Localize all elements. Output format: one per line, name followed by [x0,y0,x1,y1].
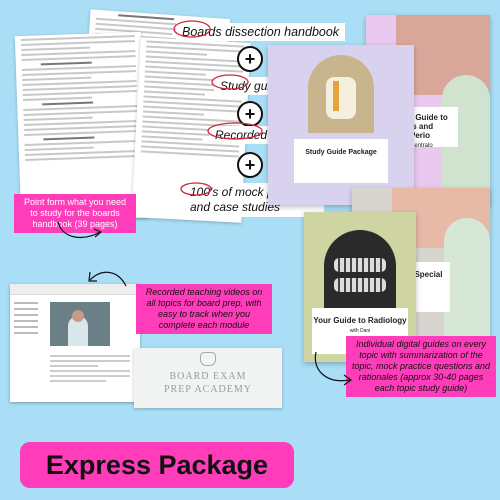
arrow-icon [314,351,353,386]
academy-banner: BOARD EXAM PREP ACADEMY [134,348,282,408]
tooth-icon [200,352,216,366]
study-guides-circle-mark [211,74,249,90]
study-guide-package-card: Study Guide Package [268,45,414,205]
handbook-circle-mark [173,20,211,38]
academy-title: BOARD EXAM PREP ACADEMY [163,371,253,395]
study-guide-package-label: Study Guide Package [294,139,388,183]
arrow-icon [57,221,103,239]
plus-icon: + [237,152,263,178]
plus-icon: + [237,101,263,127]
note-guides: Individual digital guides on every topic… [346,336,496,397]
note-videos: Recorded teaching videos on all topics f… [136,284,272,334]
mock-practice-circle-mark [180,182,212,196]
recorded-videos-circle-mark [207,122,263,140]
video-course-screenshot [10,284,140,402]
label-handbook: Boards dissection handbook [176,23,346,41]
video-thumbnail[interactable] [50,302,110,346]
note-handbook: Point form what you need to study for th… [14,194,136,233]
package-title: Express Package [20,442,294,488]
arrow-icon [88,271,127,287]
plus-icon: + [237,46,263,72]
